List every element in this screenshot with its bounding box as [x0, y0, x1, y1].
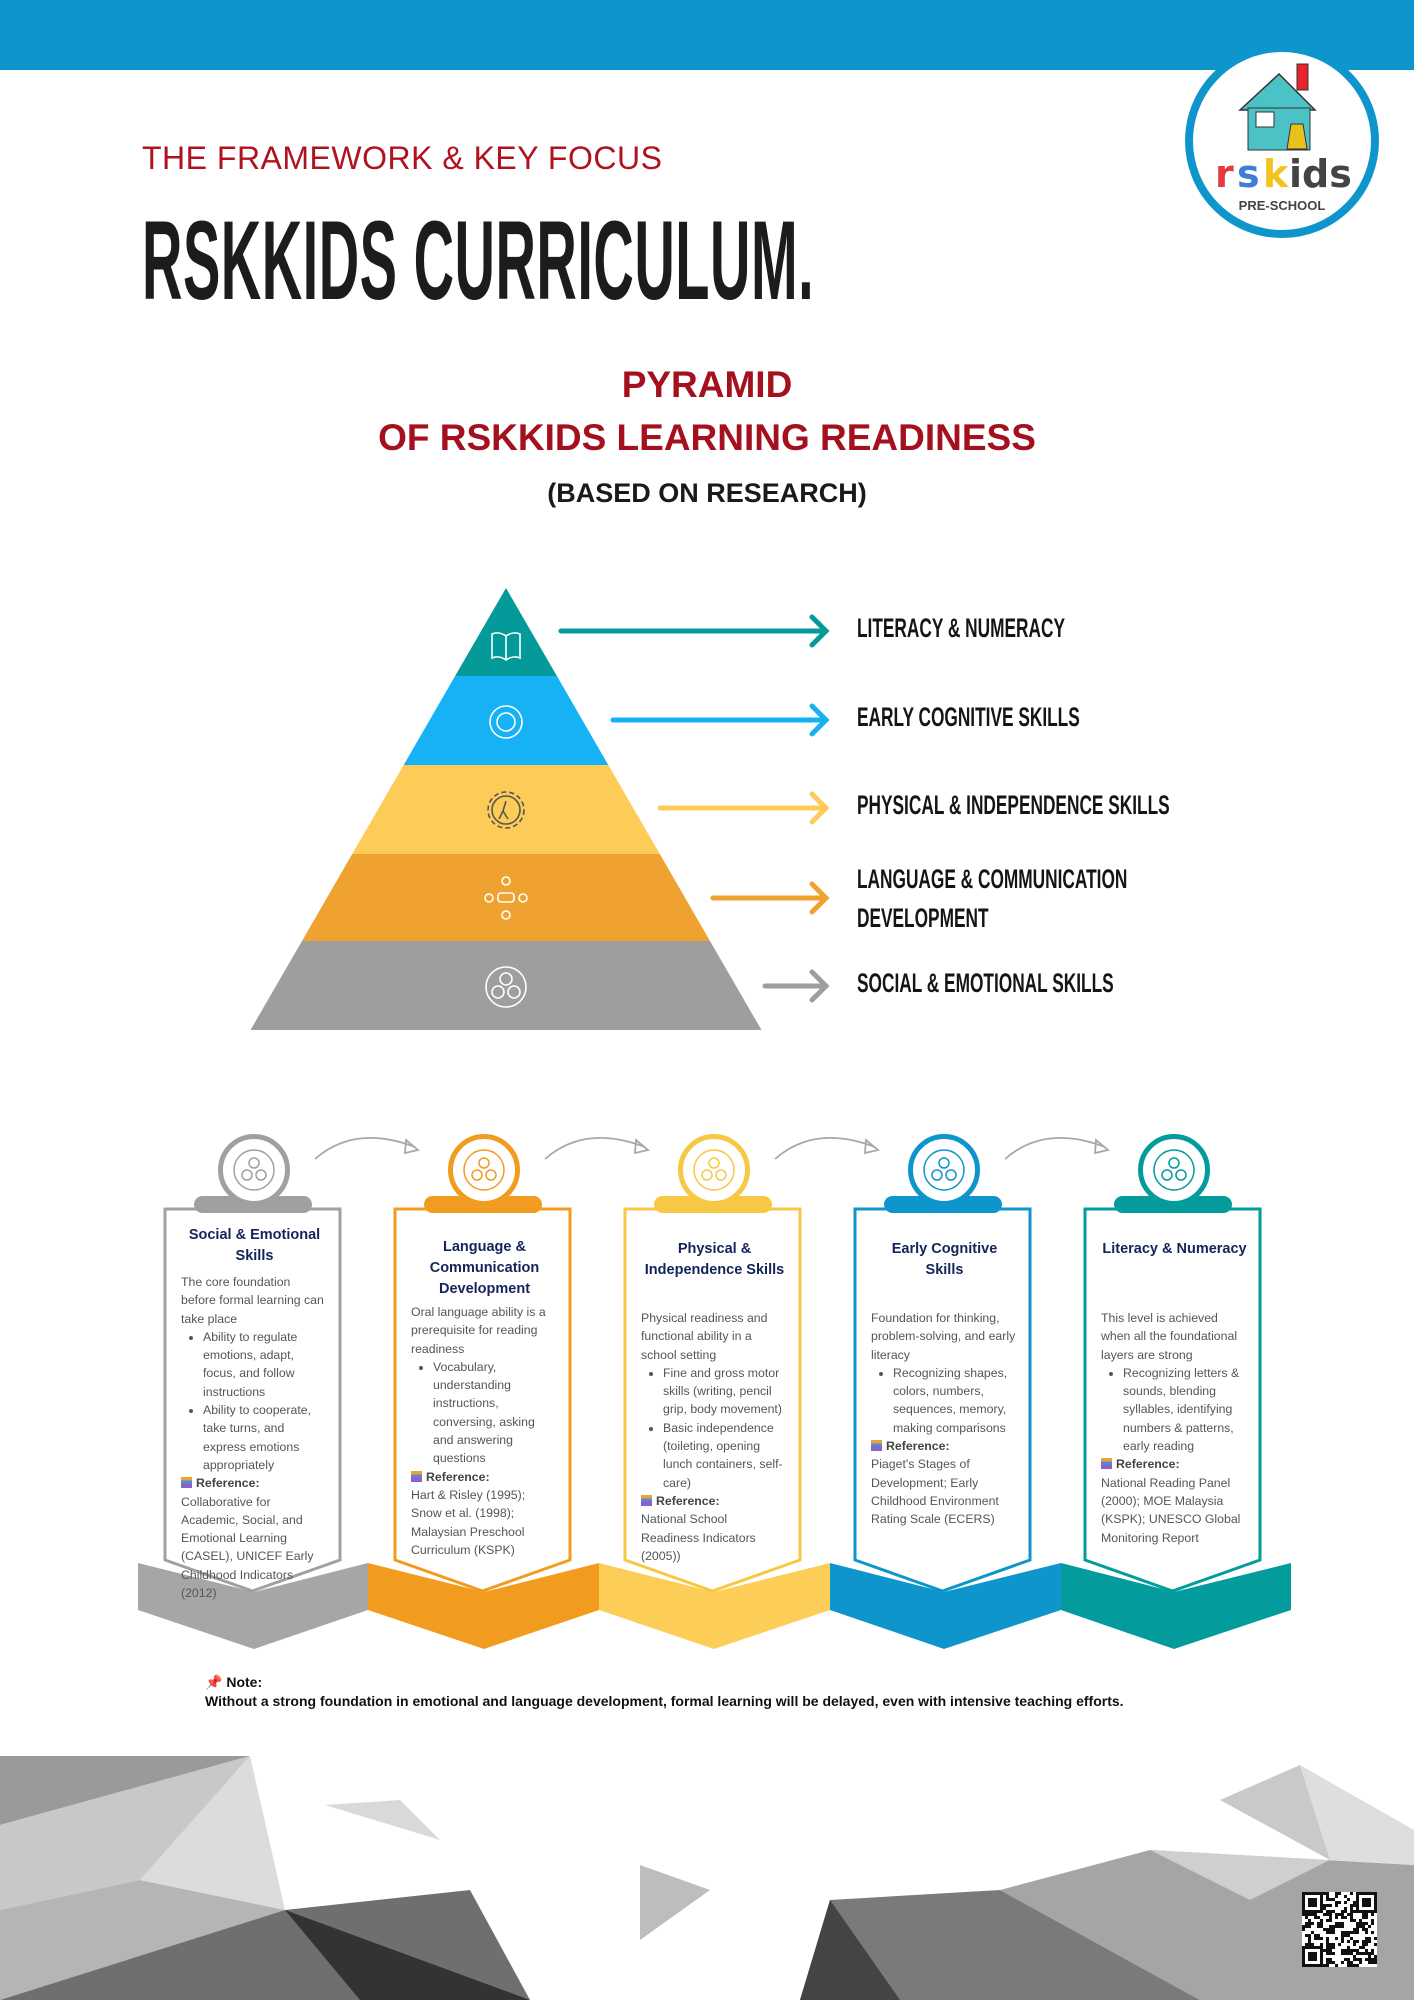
- card-intro: Foundation for thinking, problem-solving…: [871, 1311, 1016, 1362]
- card-intro: Physical readiness and functional abilit…: [641, 1311, 768, 1362]
- label-cognitive: EARLY COGNITIVE SKILLS: [857, 702, 1080, 732]
- card-bullet: Ability to cooperate, take turns, and ex…: [203, 1401, 328, 1474]
- label-language-line1: LANGUAGE & COMMUNICATION: [857, 864, 1128, 894]
- reference-label: Reference:: [181, 1474, 328, 1492]
- svg-text:ids: ids: [1289, 152, 1352, 196]
- people-conversation-icon: [484, 876, 528, 920]
- arrow-social: [762, 969, 830, 1003]
- card-intro: Oral language ability is a prerequisite …: [411, 1305, 546, 1356]
- note: 📌 Note: Without a strong foundation in e…: [205, 1673, 1124, 1711]
- label-physical: PHYSICAL & INDEPENDENCE SKILLS: [857, 790, 1170, 820]
- people-conversation-icon: [463, 1149, 505, 1191]
- card-bullet: Fine and gross motor skills (writing, pe…: [663, 1364, 788, 1419]
- card-icon-badge: [678, 1134, 750, 1206]
- card-icon-badge: [448, 1134, 520, 1206]
- curved-arrow-icon: [314, 1137, 420, 1160]
- card-bullet: Vocabulary, understanding instructions, …: [433, 1358, 558, 1468]
- svg-text:r: r: [1215, 152, 1234, 196]
- top-banner: [0, 0, 1414, 70]
- card-frame: [1083, 1207, 1262, 1593]
- curved-arrow-icon: [1004, 1137, 1110, 1160]
- card-intro: The core foundation before formal learni…: [181, 1275, 324, 1326]
- learning-pyramid: [250, 588, 830, 1030]
- arrow-literacy: [558, 614, 830, 648]
- card-title: Literacy & Numeracy: [1102, 1241, 1247, 1257]
- brain-gear-icon: [489, 705, 523, 739]
- emotions-faces-icon: [485, 966, 527, 1008]
- label-language-line2: DEVELOPMENT: [857, 903, 989, 933]
- card-bullet: Ability to regulate emotions, adapt, foc…: [203, 1328, 328, 1401]
- card-title: Early Cognitive Skills: [891, 1241, 998, 1278]
- card-intro: This level is achieved when all the foun…: [1101, 1311, 1238, 1362]
- page-title: RSKKIDS CURRICULUM.: [142, 198, 815, 323]
- walking-gear-icon: [693, 1149, 735, 1191]
- reference-text: National School Readiness Indicators (20…: [641, 1512, 756, 1563]
- chevron-segment-literacy: [1061, 1563, 1291, 1649]
- pin-icon: 📌: [205, 1674, 223, 1690]
- chevron-segment-cognitive: [830, 1563, 1061, 1649]
- reference-label: Reference:: [411, 1468, 558, 1486]
- emotions-faces-icon: [233, 1149, 275, 1191]
- rskkids-logo: r s k ids PRE-SCHOOL: [1185, 44, 1379, 238]
- curved-arrow-icon: [544, 1137, 650, 1160]
- reference-text: Hart & Risley (1995); Snow et al. (1998)…: [411, 1487, 526, 1557]
- connector-arrows: [314, 1137, 1110, 1160]
- card-title: Language & Communication Development: [429, 1239, 540, 1297]
- open-book-icon: [491, 632, 521, 661]
- svg-text:s: s: [1237, 152, 1260, 196]
- card-bullet: Recognizing shapes, colors, numbers, seq…: [893, 1364, 1018, 1437]
- pyramid-level-literacy: [455, 588, 557, 676]
- curved-arrow-icon: [774, 1137, 880, 1160]
- svg-text:k: k: [1263, 152, 1289, 196]
- pyramid-subtitle: (BASED ON RESEARCH): [547, 478, 867, 508]
- brain-gear-icon: [923, 1149, 965, 1191]
- card-icon-badge: [218, 1134, 290, 1206]
- arrow-language: [710, 881, 830, 915]
- card-icon-badge: [908, 1134, 980, 1206]
- reference-text: Collaborative for Academic, Social, and …: [181, 1494, 314, 1601]
- arrow-cognitive: [610, 703, 830, 737]
- pyramid-level-cognitive: [403, 676, 609, 765]
- open-book-icon: [1153, 1149, 1195, 1191]
- chevron-segment-social: [138, 1563, 368, 1649]
- reference-label: Reference:: [641, 1492, 788, 1510]
- reference-text: National Reading Panel (2000); MOE Malay…: [1101, 1475, 1241, 1545]
- label-literacy: LITERACY & NUMERACY: [857, 613, 1066, 643]
- house-icon: r s k ids PRE-SCHOOL: [1215, 63, 1352, 213]
- reference-label: Reference:: [1101, 1455, 1248, 1473]
- pyramid-level-language: [302, 854, 710, 941]
- reference-text: Piaget's Stages of Development; Early Ch…: [871, 1457, 999, 1527]
- card-bullet: Recognizing letters & sounds, blending s…: [1123, 1364, 1248, 1455]
- note-text: Without a strong foundation in emotional…: [205, 1693, 1124, 1709]
- svg-text:PRE-SCHOOL: PRE-SCHOOL: [1239, 198, 1326, 213]
- walking-gear-icon: [487, 791, 525, 829]
- card-frame: [163, 1207, 342, 1593]
- card-icon-badge: [1138, 1134, 1210, 1206]
- decorative-triangles: [0, 1756, 1414, 2000]
- pyramid-title-line1: PYRAMID: [621, 364, 793, 405]
- arrow-physical: [657, 791, 830, 825]
- card-title: Social & Emotional Skills: [188, 1227, 321, 1264]
- note-label: Note:: [226, 1674, 263, 1690]
- chevron-segment-physical: [599, 1563, 830, 1649]
- reference-label: Reference:: [871, 1437, 1018, 1455]
- label-social: SOCIAL & EMOTIONAL SKILLS: [857, 968, 1114, 998]
- card-frame: [853, 1207, 1032, 1593]
- chevron-band: [138, 1563, 1291, 1649]
- chevron-segment-language: [368, 1563, 599, 1649]
- kicker-heading: THE FRAMEWORK & KEY FOCUS: [142, 140, 663, 176]
- qr-code[interactable]: [1302, 1892, 1377, 1967]
- pyramid-title-line2: OF RSKKIDS LEARNING READINESS: [378, 417, 1036, 458]
- card-bullet: Basic independence (toileting, opening l…: [663, 1419, 788, 1492]
- pyramid-level-physical: [352, 765, 660, 854]
- card-title: Physical & Independence Skills: [644, 1241, 785, 1278]
- card-frame: [393, 1207, 572, 1593]
